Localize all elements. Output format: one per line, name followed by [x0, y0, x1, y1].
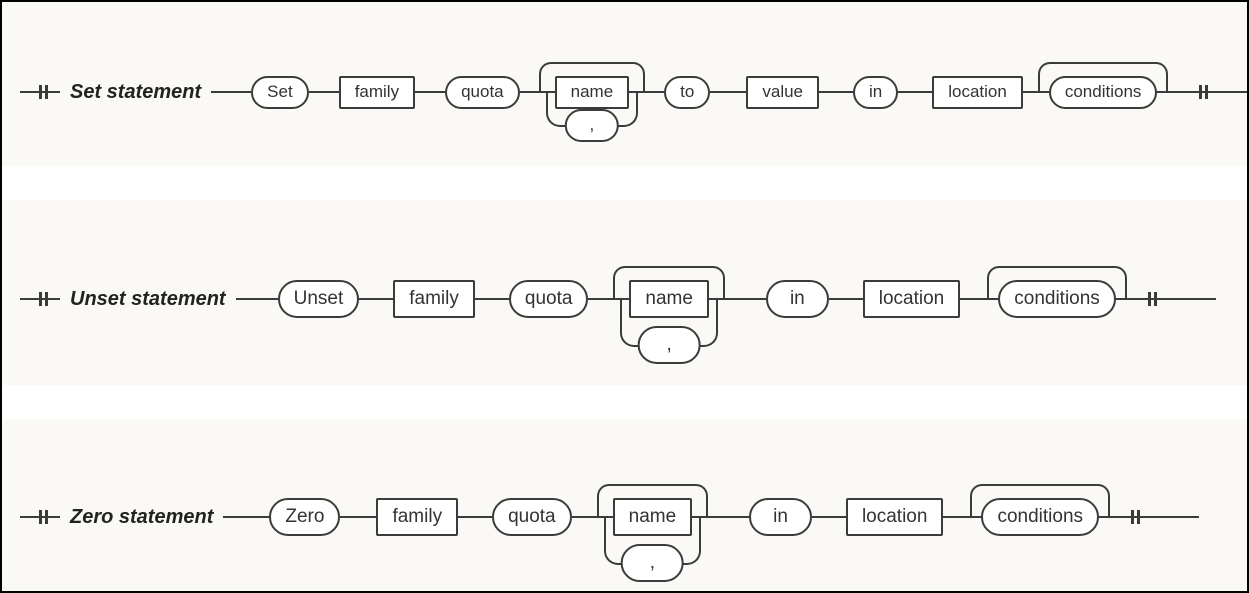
rail-segment	[1022, 91, 1037, 93]
rail-segment	[819, 91, 853, 93]
terminal-set: Set	[251, 75, 309, 109]
conditions-optional-group: conditions	[969, 484, 1112, 536]
rail-segment	[709, 516, 750, 518]
rail-segment	[211, 91, 252, 93]
start-marker	[20, 498, 60, 536]
rail-segment	[308, 91, 339, 93]
start-marker	[20, 76, 60, 109]
rail-segment	[340, 516, 377, 518]
rail-segment	[588, 298, 613, 300]
conditions-optional-group: conditions	[1036, 61, 1170, 109]
section-divider	[2, 385, 1247, 419]
terminal-quota: quota	[492, 498, 572, 536]
nonterminal-location: location	[862, 280, 961, 318]
separator-comma: ,	[637, 326, 701, 364]
skip-arc	[613, 266, 725, 299]
rail-segment	[710, 91, 747, 93]
start-marker	[20, 280, 60, 318]
rail-segment	[474, 298, 509, 300]
nonterminal-name: name	[554, 75, 630, 109]
name-repeat-group: , name	[595, 484, 710, 582]
end-marker	[1111, 498, 1200, 536]
rail-segment	[223, 516, 270, 518]
rule-label: Zero statement	[70, 505, 214, 528]
rail-segment	[646, 91, 665, 93]
nonterminal-location: location	[845, 498, 944, 536]
rail-segment	[960, 298, 987, 300]
skip-arc	[970, 484, 1111, 517]
repeat-loop: ,	[545, 92, 639, 142]
terminal-zero: Zero	[269, 498, 341, 536]
nonterminal-name: name	[629, 280, 709, 318]
repeat-loop: ,	[620, 299, 718, 364]
rail-segment	[235, 298, 278, 300]
rail-segment	[519, 91, 538, 93]
set-statement-diagram: Set statement Set family quota , name to…	[2, 2, 1247, 166]
rail-segment	[811, 516, 846, 518]
nonterminal-family: family	[393, 280, 475, 318]
section-divider	[2, 166, 1247, 200]
skip-arc	[987, 266, 1127, 299]
skip-arc	[596, 484, 709, 517]
nonterminal-family: family	[376, 498, 459, 536]
rail-segment	[725, 298, 766, 300]
terminal-to: to	[664, 75, 711, 109]
terminal-conditions: conditions	[981, 498, 1100, 536]
zero-statement-diagram: Zero statement Zero family quota , name …	[2, 419, 1247, 591]
terminal-in: in	[853, 75, 899, 109]
terminal-conditions: conditions	[998, 280, 1116, 318]
rail-segment	[828, 298, 863, 300]
name-repeat-group: , name	[612, 266, 726, 364]
nonterminal-family: family	[338, 75, 416, 109]
rail-segment	[571, 516, 596, 518]
terminal-conditions: conditions	[1048, 75, 1158, 109]
name-repeat-group: , name	[537, 61, 647, 142]
end-marker	[1169, 76, 1247, 109]
end-marker	[1127, 280, 1216, 318]
skip-arc	[1037, 61, 1169, 92]
nonterminal-location: location	[932, 75, 1023, 109]
repeat-loop: ,	[603, 517, 702, 582]
rail-segment	[898, 91, 933, 93]
rule-label: Set statement	[70, 80, 202, 103]
conditions-optional-group: conditions	[986, 266, 1128, 318]
terminal-in: in	[765, 280, 829, 318]
rail-segment	[458, 516, 493, 518]
set-statement-rail: Set statement Set family quota , name to…	[2, 61, 1247, 142]
separator-comma: ,	[621, 544, 684, 582]
terminal-in: in	[749, 498, 812, 536]
skip-arc	[538, 61, 646, 92]
terminal-quota: quota	[508, 280, 589, 318]
rule-label: Unset statement	[70, 287, 226, 310]
rail-segment	[359, 298, 394, 300]
nonterminal-name: name	[612, 498, 693, 536]
zero-statement-rail: Zero statement Zero family quota , name …	[2, 484, 1247, 582]
rail-segment	[943, 516, 970, 518]
unset-statement-rail: Unset statement Unset family quota , nam…	[2, 266, 1247, 364]
nonterminal-value: value	[746, 75, 819, 109]
terminal-unset: Unset	[277, 280, 360, 318]
rail-segment	[415, 91, 446, 93]
separator-comma: ,	[564, 108, 620, 142]
terminal-quota: quota	[445, 75, 520, 109]
unset-statement-diagram: Unset statement Unset family quota , nam…	[2, 200, 1247, 385]
